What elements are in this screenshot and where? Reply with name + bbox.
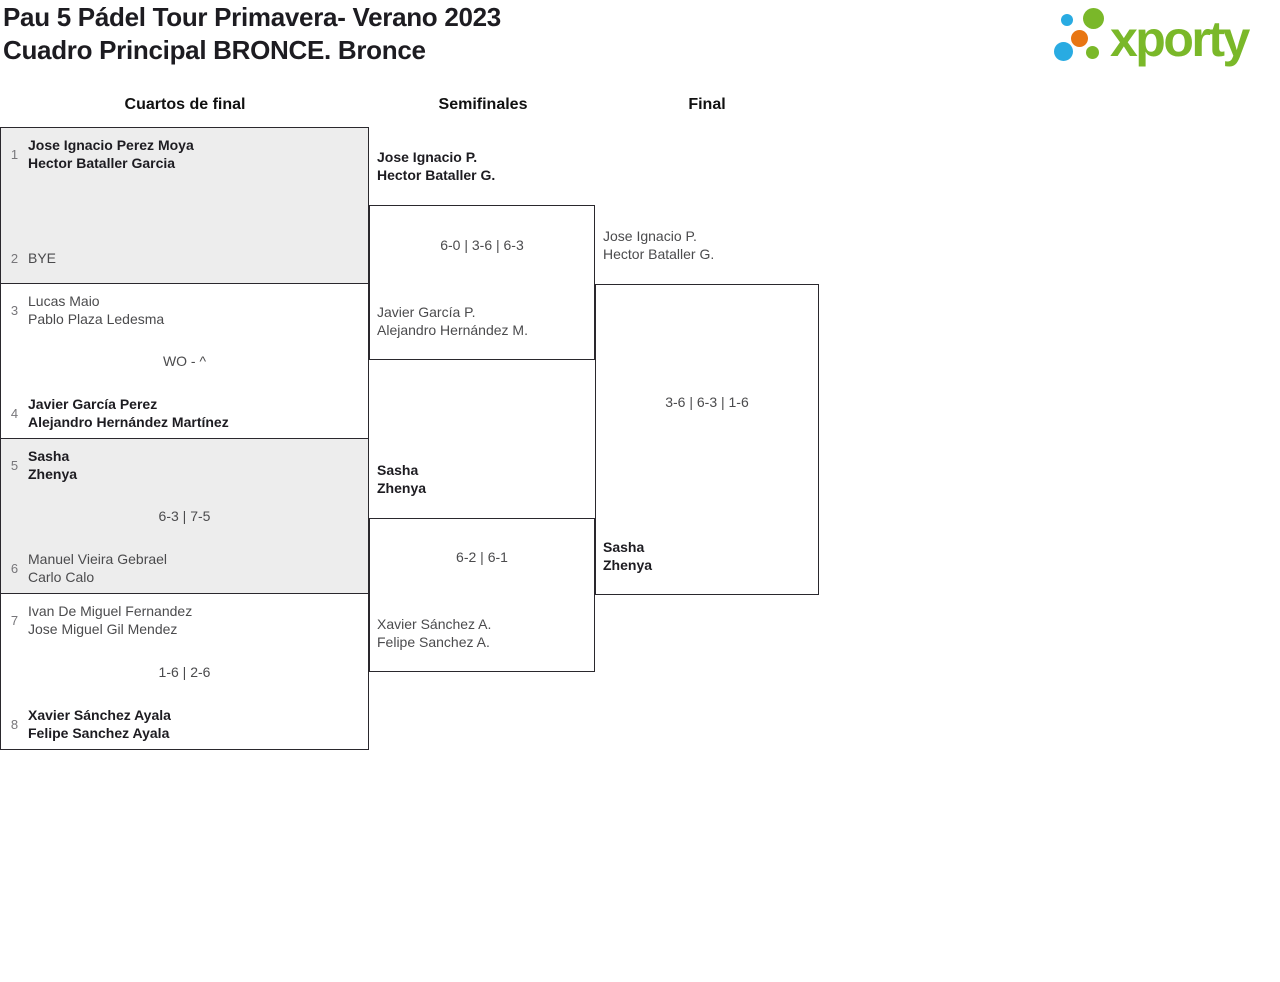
team-name-line: Manuel Vieira Gebrael bbox=[28, 551, 168, 567]
match-score: 6-0 | 3-6 | 6-3 bbox=[440, 236, 524, 253]
seed-number: 7 bbox=[10, 613, 19, 628]
team-name-line: Hector Bataller G. bbox=[377, 166, 496, 183]
team-name-line: Zhenya bbox=[603, 556, 653, 573]
seed-number: 4 bbox=[10, 406, 19, 421]
team-name-line: Javier García Perez bbox=[28, 396, 158, 412]
match-score: 1-6 | 2-6 bbox=[158, 663, 211, 680]
match-card-qf1: 1 Jose Ignacio Perez Moya Hector Batalle… bbox=[0, 127, 369, 283]
match-score: 3-6 | 6-3 | 1-6 bbox=[665, 393, 749, 410]
seed-number: 3 bbox=[10, 303, 19, 318]
logo-wordmark: xporty bbox=[1110, 11, 1250, 67]
team-name: Jose Ignacio P. Hector Bataller G. bbox=[377, 149, 495, 184]
match-score: WO - ^ bbox=[162, 353, 207, 369]
team-name: Javier García P. Alejandro Hernández M. bbox=[377, 304, 528, 339]
logo-dot-icon bbox=[1083, 8, 1104, 29]
team-name-line: Hector Bataller G. bbox=[603, 245, 715, 262]
team-name: Sasha Zhenya bbox=[377, 462, 426, 497]
match-card-sf1: Jose Ignacio P. Hector Bataller G. 6-0 |… bbox=[369, 149, 595, 360]
team-name-line: Ivan De Miguel Fernandez bbox=[28, 603, 193, 619]
round-header-semifinals: Semifinales bbox=[438, 96, 528, 113]
xporty-logo[interactable]: xporty bbox=[1048, 2, 1278, 74]
match-score: 6-3 | 7-5 bbox=[158, 508, 211, 524]
match-card-qf4: 7 Ivan De Miguel Fernandez Jose Miguel G… bbox=[0, 593, 369, 750]
page-subtitle: Cuadro Principal BRONCE. Bronce bbox=[3, 35, 426, 65]
team-name-line: Sasha bbox=[28, 448, 70, 464]
page-title-line1: Pau 5 Pádel Tour Primavera- Verano 2023 bbox=[3, 2, 501, 32]
team-name-line: Felipe Sanchez Ayala bbox=[28, 724, 170, 741]
team-name: Xavier Sánchez Ayala Felipe Sanchez Ayal… bbox=[28, 707, 171, 742]
team-name-line: Jose Ignacio P. bbox=[603, 228, 697, 244]
team-name: Jose Ignacio Perez Moya Hector Bataller … bbox=[28, 137, 194, 172]
team-name-line: Pablo Plaza Ledesma bbox=[28, 310, 165, 327]
team-name-line: Jose Ignacio Perez Moya bbox=[28, 137, 194, 153]
team-name: Ivan De Miguel Fernandez Jose Miguel Gil… bbox=[28, 603, 192, 638]
team-name: Lucas Maio Pablo Plaza Ledesma bbox=[28, 293, 164, 328]
bye-label: BYE bbox=[28, 249, 57, 266]
team-name: Xavier Sánchez A. Felipe Sanchez A. bbox=[377, 616, 491, 651]
team-name-line: Lucas Maio bbox=[28, 293, 100, 309]
logo-dot-icon bbox=[1054, 42, 1073, 61]
match-card-qf3: 5 Sasha Zhenya 6-3 | 7-5 6 Manuel Vieira… bbox=[0, 438, 369, 593]
round-header-quarterfinals: Cuartos de final bbox=[124, 96, 246, 113]
seed-number: 6 bbox=[10, 561, 19, 576]
match-card-final: Jose Ignacio P. Hector Bataller G. 3-6 |… bbox=[595, 228, 819, 595]
logo-dot-icon bbox=[1086, 46, 1099, 59]
round-header-final: Final bbox=[688, 96, 726, 113]
team-name-line: Felipe Sanchez A. bbox=[377, 633, 490, 650]
team-name-line: Jose Miguel Gil Mendez bbox=[28, 620, 178, 637]
team-name-line: Javier García P. bbox=[377, 304, 476, 320]
seed-number: 8 bbox=[10, 717, 19, 732]
team-name-line: Carlo Calo bbox=[28, 568, 95, 585]
team-name: Jose Ignacio P. Hector Bataller G. bbox=[603, 228, 714, 263]
team-name-line: Hector Bataller Garcia bbox=[28, 154, 176, 171]
match-card-qf2: 3 Lucas Maio Pablo Plaza Ledesma WO - ^ … bbox=[0, 283, 369, 438]
team-name: Sasha Zhenya bbox=[603, 539, 652, 574]
logo-dot-icon bbox=[1071, 30, 1088, 47]
team-name: Javier García Perez Alejandro Hernández … bbox=[28, 396, 229, 431]
team-name: Sasha Zhenya bbox=[28, 448, 77, 483]
team-name-line: Alejandro Hernández M. bbox=[377, 321, 528, 338]
team-name-line: Xavier Sánchez A. bbox=[377, 616, 492, 632]
match-card-sf2: Sasha Zhenya 6-2 | 6-1 Xavier Sánchez A.… bbox=[369, 462, 595, 672]
team-name-line: Zhenya bbox=[28, 465, 78, 482]
team-name-line: Jose Ignacio P. bbox=[377, 149, 478, 165]
match-score: 6-2 | 6-1 bbox=[456, 549, 508, 565]
team-name-line: Sasha bbox=[377, 462, 419, 478]
team-name: BYE bbox=[28, 250, 56, 268]
seed-number: 5 bbox=[10, 458, 19, 473]
team-name-line: Xavier Sánchez Ayala bbox=[28, 707, 171, 723]
team-name-line: Alejandro Hernández Martínez bbox=[28, 413, 229, 430]
team-name-line: Sasha bbox=[603, 539, 645, 555]
seed-number: 2 bbox=[10, 251, 19, 266]
team-name: Manuel Vieira Gebrael Carlo Calo bbox=[28, 551, 167, 586]
logo-dot-icon bbox=[1061, 14, 1073, 26]
page-title: Pau 5 Pádel Tour Primavera- Verano 2023 … bbox=[3, 1, 501, 67]
seed-number: 1 bbox=[10, 147, 19, 162]
team-name-line: Zhenya bbox=[377, 479, 427, 496]
